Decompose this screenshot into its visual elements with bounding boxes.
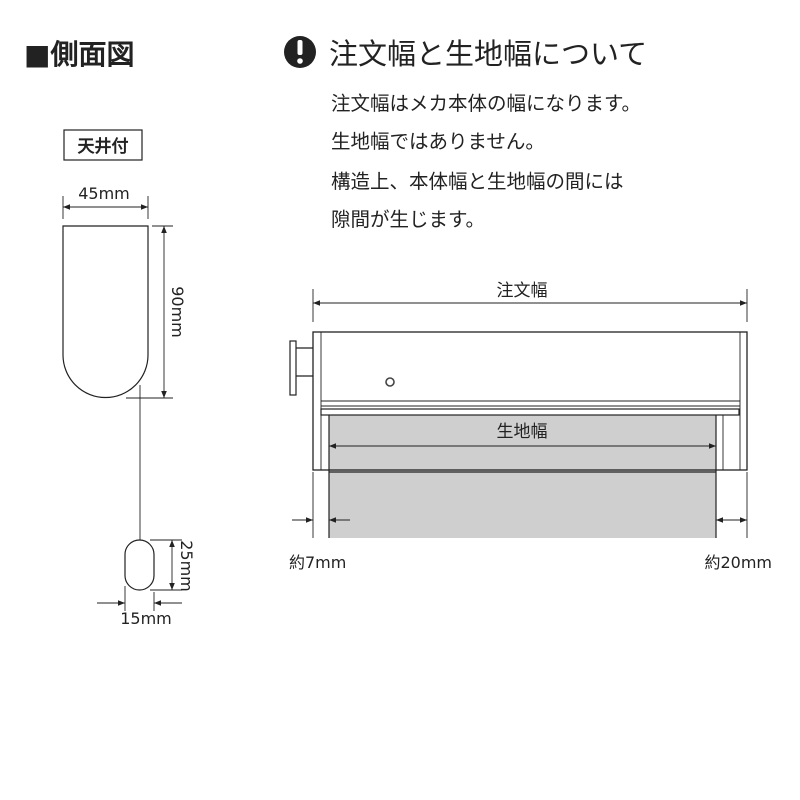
screw-icon [385, 377, 395, 387]
height-label: 90mm [168, 286, 187, 338]
headrail-side-profile [62, 225, 149, 399]
cord-knob[interactable] [124, 539, 155, 591]
fabric-panel [328, 415, 717, 538]
right-gap-label: 約20mm [704, 553, 772, 572]
fabric-width-dimension: 生地幅 [329, 422, 716, 449]
knob-height-label: 25mm [177, 540, 196, 592]
notice-line: 注文幅はメカ本体の幅になります。 [331, 92, 641, 115]
side-view-title: ■側面図 [24, 38, 134, 71]
notice-line: 構造上、本体幅と生地幅の間には [331, 170, 624, 193]
fabric-width-label: 生地幅 [497, 422, 548, 442]
mount-label: 天井付 [78, 136, 129, 157]
width-label: 45mm [78, 184, 130, 203]
left-gap-label: 約7mm [289, 553, 346, 572]
notice-line: 隙間が生じます。 [331, 208, 485, 231]
height-dimension: 90mm [126, 225, 187, 399]
order-width-dimension: 注文幅 [312, 281, 748, 322]
width-dimension: 45mm [62, 184, 149, 219]
gap-dimensions: 約7mm 約20mm [289, 472, 772, 572]
notice-line: 生地幅ではありません。 [331, 130, 545, 153]
knob-width-label: 15mm [120, 609, 172, 628]
notice-title: 注文幅と生地幅について [329, 37, 647, 71]
exclamation-circle-icon [284, 36, 316, 68]
mount-label-box: 天井付 [63, 129, 143, 161]
knob-height-dimension: 25mm [150, 539, 196, 592]
mounting-bracket [289, 340, 313, 396]
headrail-front [312, 331, 748, 473]
order-width-label: 注文幅 [497, 281, 548, 301]
knob-width-dimension: 15mm [97, 586, 182, 628]
